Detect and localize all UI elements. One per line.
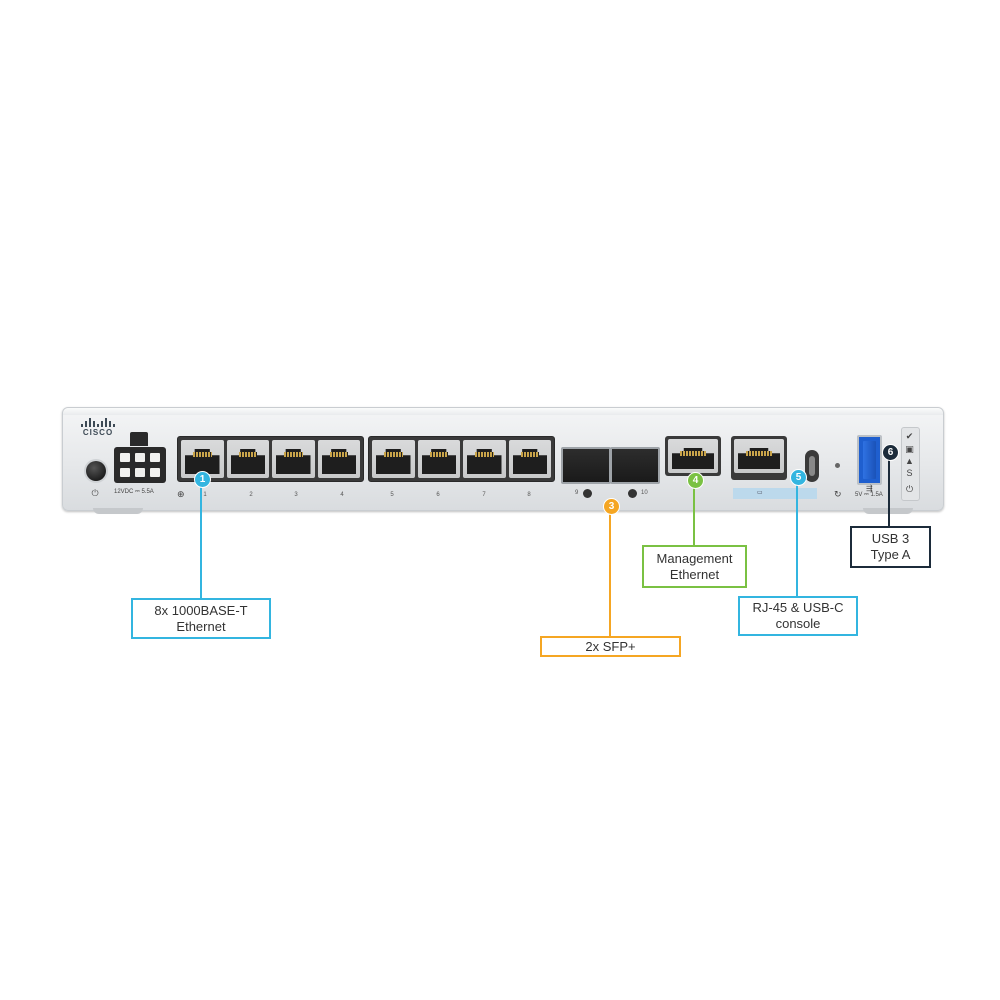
check-icon: ✔ <box>905 431 914 441</box>
dc-power-connector[interactable] <box>114 447 166 483</box>
rj45-console-port[interactable] <box>731 436 787 480</box>
ethernet-port-6[interactable] <box>417 440 460 478</box>
dc-power-rating: 12VDC ⎓ 5.5A <box>114 489 154 495</box>
chassis-foot-left <box>93 508 143 514</box>
management-ethernet-port[interactable] <box>665 436 721 476</box>
ethernet-port-7[interactable] <box>463 440 506 478</box>
callout-console-line-2: console <box>775 616 821 631</box>
callout-badge-ethernet: 1 <box>194 471 211 488</box>
dc-connector-latch <box>130 432 148 446</box>
callout-badge-usb: 6 <box>882 444 899 461</box>
chassis-foot-right <box>863 508 913 514</box>
ethernet-port-5[interactable] <box>372 440 415 478</box>
callout-mgmt-line-2: Ethernet <box>669 566 720 582</box>
callout-ethernet-line-1: 8x 1000BASE-T <box>154 602 248 618</box>
usb-3-type-a-port[interactable] <box>857 435 882 485</box>
reset-label-icon: ↻ <box>834 489 842 499</box>
callout-mgmt-line-1: Management <box>656 550 733 566</box>
port-number-8: 8 <box>527 492 531 498</box>
port-number-6: 6 <box>436 492 440 498</box>
rj45-console-jack <box>734 439 784 473</box>
ethernet-port-8[interactable] <box>508 440 551 478</box>
cisco-logo: CISCO <box>78 417 118 441</box>
port-number-5: 5 <box>390 492 394 498</box>
ethernet-port-3[interactable] <box>272 440 315 478</box>
callout-console-line-1: RJ-45 & USB-C <box>752 600 844 615</box>
callout-mgmt: Management Ethernet <box>642 545 747 588</box>
sfp-led-10 <box>628 489 637 498</box>
ethernet-port-group-5-8 <box>368 436 555 482</box>
port-number-1: 1 <box>203 492 207 498</box>
port-number-4: 4 <box>340 492 344 498</box>
callout-console: RJ-45 & USB-C console <box>738 596 858 636</box>
cisco-logo-bars <box>78 417 118 427</box>
usb-icon: ⇶ <box>866 484 873 493</box>
sfp-port-9[interactable] <box>561 447 611 484</box>
network-icon: ▣ <box>905 444 914 454</box>
callout-badge-mgmt: 4 <box>687 472 704 489</box>
reset-icon[interactable] <box>835 463 840 468</box>
port-number-7: 7 <box>482 492 486 498</box>
ethernet-port-2[interactable] <box>226 440 269 478</box>
callout-sfp: 2x SFP+ <box>540 636 681 657</box>
globe-icon: ⊕ <box>177 489 185 499</box>
callout-usb-line-1: USB 3 <box>871 531 910 546</box>
management-ethernet-jack <box>668 439 718 473</box>
status-led-panel <box>901 427 920 501</box>
status-power-icon: ⏻ <box>905 484 914 494</box>
chassis-top-edge <box>63 408 943 415</box>
console-label-strip: ▭ <box>733 488 817 499</box>
alert-icon: ▲ <box>905 456 914 466</box>
ethernet-port-group-1-4 <box>177 436 364 482</box>
sfp-port-number-9: 9 <box>575 490 579 496</box>
callout-ethernet-line-2: Ethernet <box>176 618 226 634</box>
sfp-led-9 <box>583 489 592 498</box>
cisco-wordmark: CISCO <box>82 428 114 437</box>
power-icon: ⏻ <box>91 488 99 498</box>
ethernet-port-4[interactable] <box>317 440 360 478</box>
usb-power-rating: 5V ⎓ 1.5A <box>855 492 883 498</box>
callout-badge-sfp: 3 <box>603 498 620 515</box>
callout-usb: USB 3 Type A <box>850 526 931 568</box>
callout-usb-line-2: Type A <box>870 547 911 562</box>
callout-ethernet: 8x 1000BASE-T Ethernet <box>131 598 271 639</box>
port-number-3: 3 <box>294 492 298 498</box>
power-button[interactable] <box>86 461 106 481</box>
callout-badge-console: 5 <box>790 469 807 486</box>
callout-sfp-line-1: 2x SFP+ <box>585 638 636 654</box>
sfp-port-10[interactable] <box>610 447 660 484</box>
s-icon: S <box>906 468 913 478</box>
console-icon: ▭ <box>757 490 763 496</box>
usb-c-console-port[interactable] <box>805 450 819 482</box>
sfp-port-number-10: 10 <box>641 490 648 496</box>
port-number-2: 2 <box>249 492 253 498</box>
ethernet-port-1[interactable] <box>181 440 224 478</box>
